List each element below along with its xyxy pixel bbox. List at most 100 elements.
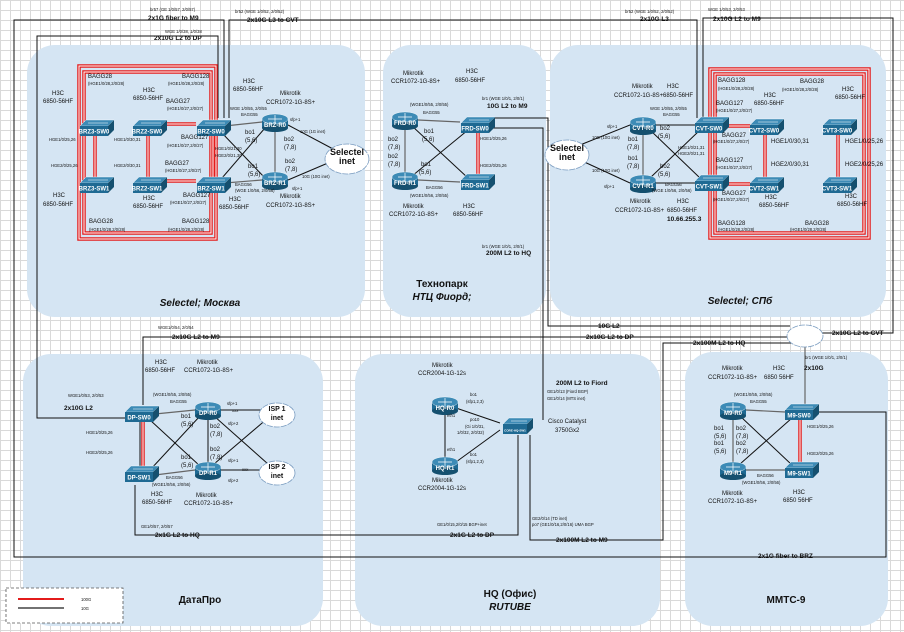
region-title-moscow: Selectel; Москва (160, 298, 241, 309)
router-hq-r0[interactable]: HQ-R0 (431, 396, 459, 415)
device-label: FRD-R0 (394, 121, 417, 127)
brz-labels: BAGG28 (HGE1/0/28,2/0/28) BAGG128 (HGE1/… (43, 74, 330, 309)
label: 3750Gx2 (555, 428, 580, 434)
switch-cvt2-sw0[interactable]: CVT2-SW0 (749, 118, 785, 135)
switch-brz2-sw0[interactable]: BRZ2-SW0 (132, 119, 168, 136)
label: BAGG27 (722, 133, 747, 139)
switch-frd-sw0[interactable]: FRD-SW0 (460, 116, 496, 133)
label: 6850 56HF (764, 375, 794, 381)
label: bo1 (248, 164, 259, 170)
router-dp-r1[interactable]: DP-R1 (194, 461, 222, 480)
label: (HGE1/0/27,2/0/27) (713, 139, 750, 144)
router-cvt-r0[interactable]: CVT-R0 (629, 116, 657, 135)
legend: 100G 10G (5, 587, 124, 624)
switch-cvt3-sw1[interactable]: CVT3-SW1 (822, 176, 858, 193)
device-label: BRZ-R1 (264, 181, 287, 187)
switch-brz3-sw0[interactable]: BRZ3-SW0 (79, 119, 115, 136)
switch-cvt3-sw0[interactable]: CVT3-SW0 (822, 118, 858, 135)
internal-links (139, 119, 793, 476)
region-title-hq: HQ (Офис) (484, 588, 537, 600)
device-label: M9-SW0 (787, 414, 811, 420)
switch-brz2-sw1[interactable]: BRZ2-SW1 (132, 176, 168, 193)
label: po7 (GE1/0/16,2/0/16) UMA BGP (532, 522, 594, 527)
router-dp-r0[interactable]: DP-R0 (194, 401, 222, 420)
router-brz-r0[interactable]: BRZ-R0 (261, 113, 289, 132)
switch-cvt-sw1[interactable]: CVT-SW1 (694, 174, 730, 191)
label: 200M L2 to HQ (486, 250, 531, 257)
label: H3C (151, 492, 164, 498)
router-arrows-icon (726, 463, 740, 471)
label: bo2 (388, 154, 399, 160)
device-label: BRZ2-SW0 (132, 130, 163, 136)
switch-m9-sw1[interactable]: M9-SW1 (784, 461, 820, 478)
label: 6850-56HF (43, 202, 73, 208)
switch-m9-sw0[interactable]: M9-SW0 (784, 403, 820, 420)
switch-brz-sw0[interactable]: BRZ-SW0 (196, 119, 232, 136)
label: bo1 (714, 441, 725, 447)
switch-brz3-sw1[interactable]: BRZ3-SW1 (79, 176, 115, 193)
switch-cvt2-sw1[interactable]: CVT2-SW1 (749, 176, 785, 193)
router-brz-r1[interactable]: BRZ-R1 (261, 171, 289, 190)
link-dp-m9 (142, 336, 790, 405)
label: 2x10G L3 to CVT (247, 17, 299, 24)
switch-brz-sw1[interactable]: BRZ-SW1 (196, 176, 232, 193)
label: H3C (466, 69, 479, 75)
label: (7,8) (736, 434, 748, 440)
switch-cvt-sw0[interactable]: CVT-SW0 (694, 116, 730, 133)
label: Mikrotik (280, 194, 302, 200)
cloud-label: inet (339, 156, 355, 166)
label: BAGG128 (718, 78, 746, 84)
label: GE1/0/13 (Fiord BGP) (547, 389, 589, 394)
label: 2x10G L2 to M9 (713, 16, 761, 23)
label: (5,6) (181, 422, 193, 428)
label: bo2 (210, 447, 221, 453)
label: HGE2/0/25,26 (845, 162, 884, 168)
label: bo1 (714, 426, 725, 432)
label: H3C (52, 91, 65, 97)
label: (HGE1/0/27,2/0/27) (716, 165, 753, 170)
label: 10G (1G inet) (300, 129, 326, 134)
label: 6850 56HF (783, 498, 813, 504)
label: 6850-56HF (663, 93, 693, 99)
label: (HGE1/0/28,2/0/28) (718, 86, 755, 91)
label: CCR1072-1G-8S+ (266, 100, 316, 106)
router-m9-r0[interactable]: M9-R0 (719, 401, 747, 420)
label: br52 (WGE 1/0/52, 2/0/52) (235, 9, 285, 14)
label: BAGG56 (757, 473, 774, 478)
cloud-label: inet (559, 152, 575, 162)
label: HGE1/0/25,26 (49, 137, 76, 142)
label: BAGG55 (750, 399, 767, 404)
router-m9-r1[interactable]: M9-R1 (719, 461, 747, 480)
switch-dp-sw0[interactable]: DP-SW0 (124, 405, 160, 422)
label: Cisco Catalyst (548, 419, 587, 425)
label: H3C (667, 84, 680, 90)
router-hq-r1[interactable]: HQ-R1 (431, 456, 459, 475)
label: BAGG127 (716, 158, 744, 164)
label: (WGE1/0/55, 2/0/55) (734, 392, 773, 397)
device-label: DP-SW1 (127, 476, 151, 482)
label: sfp+2 (228, 478, 239, 483)
label: CCR1072-1G-8S+ (614, 93, 664, 99)
label: (HGE1/0/28,2/0/28) (88, 81, 125, 86)
label: (7,8) (285, 167, 297, 173)
label: BAGG28 (805, 221, 830, 227)
label: Mikrotik (630, 199, 652, 205)
label: 2x1G fiber to BRZ (758, 553, 813, 560)
label: 6850-56HF (455, 78, 485, 84)
link-l2-brz-dp (36, 35, 219, 419)
router-frd-r0[interactable]: FRD-R0 (391, 111, 419, 130)
router-cvt-r1[interactable]: CVT-R1 (629, 174, 657, 193)
region-title-datapro: ДатаПро (179, 595, 222, 606)
router-arrows-icon (201, 463, 215, 471)
cloud-label: Selectel (550, 143, 584, 153)
switch-hq-sw[interactable]: CORE-HQ-SW1 (502, 417, 534, 434)
router-frd-r1[interactable]: FRD-R1 (391, 171, 419, 190)
label: (5,6) (248, 172, 260, 178)
switch-dp-sw1[interactable]: DP-SW1 (124, 465, 160, 482)
label: CCR2004-1G-12s (418, 486, 466, 492)
label: 2x10G L2 to CVT (832, 330, 884, 337)
device-label: BRZ3-SW1 (79, 187, 110, 193)
label: (HGE1/0/27,2/0/27) (713, 197, 750, 202)
label: GE1/0/14 (MTS inet) (547, 396, 586, 401)
switch-frd-sw1[interactable]: FRD-SW1 (460, 173, 496, 190)
